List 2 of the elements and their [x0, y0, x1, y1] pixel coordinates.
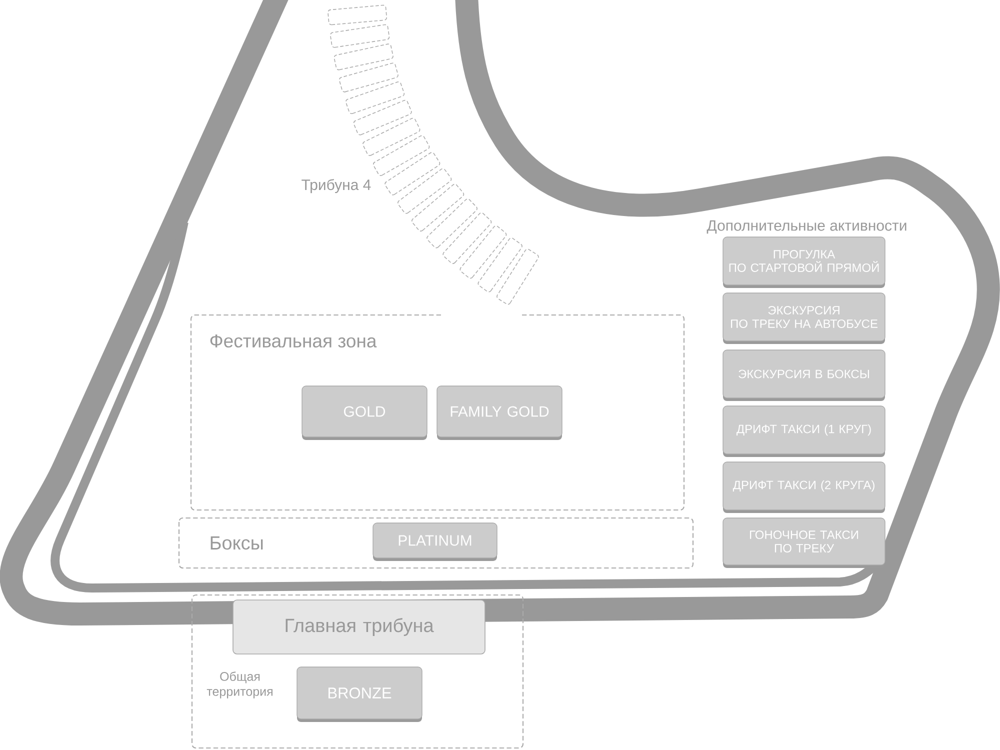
grandstand-box: Главная трибуна [232, 600, 486, 654]
grandstand-label: Трибуна 4 [302, 178, 371, 194]
